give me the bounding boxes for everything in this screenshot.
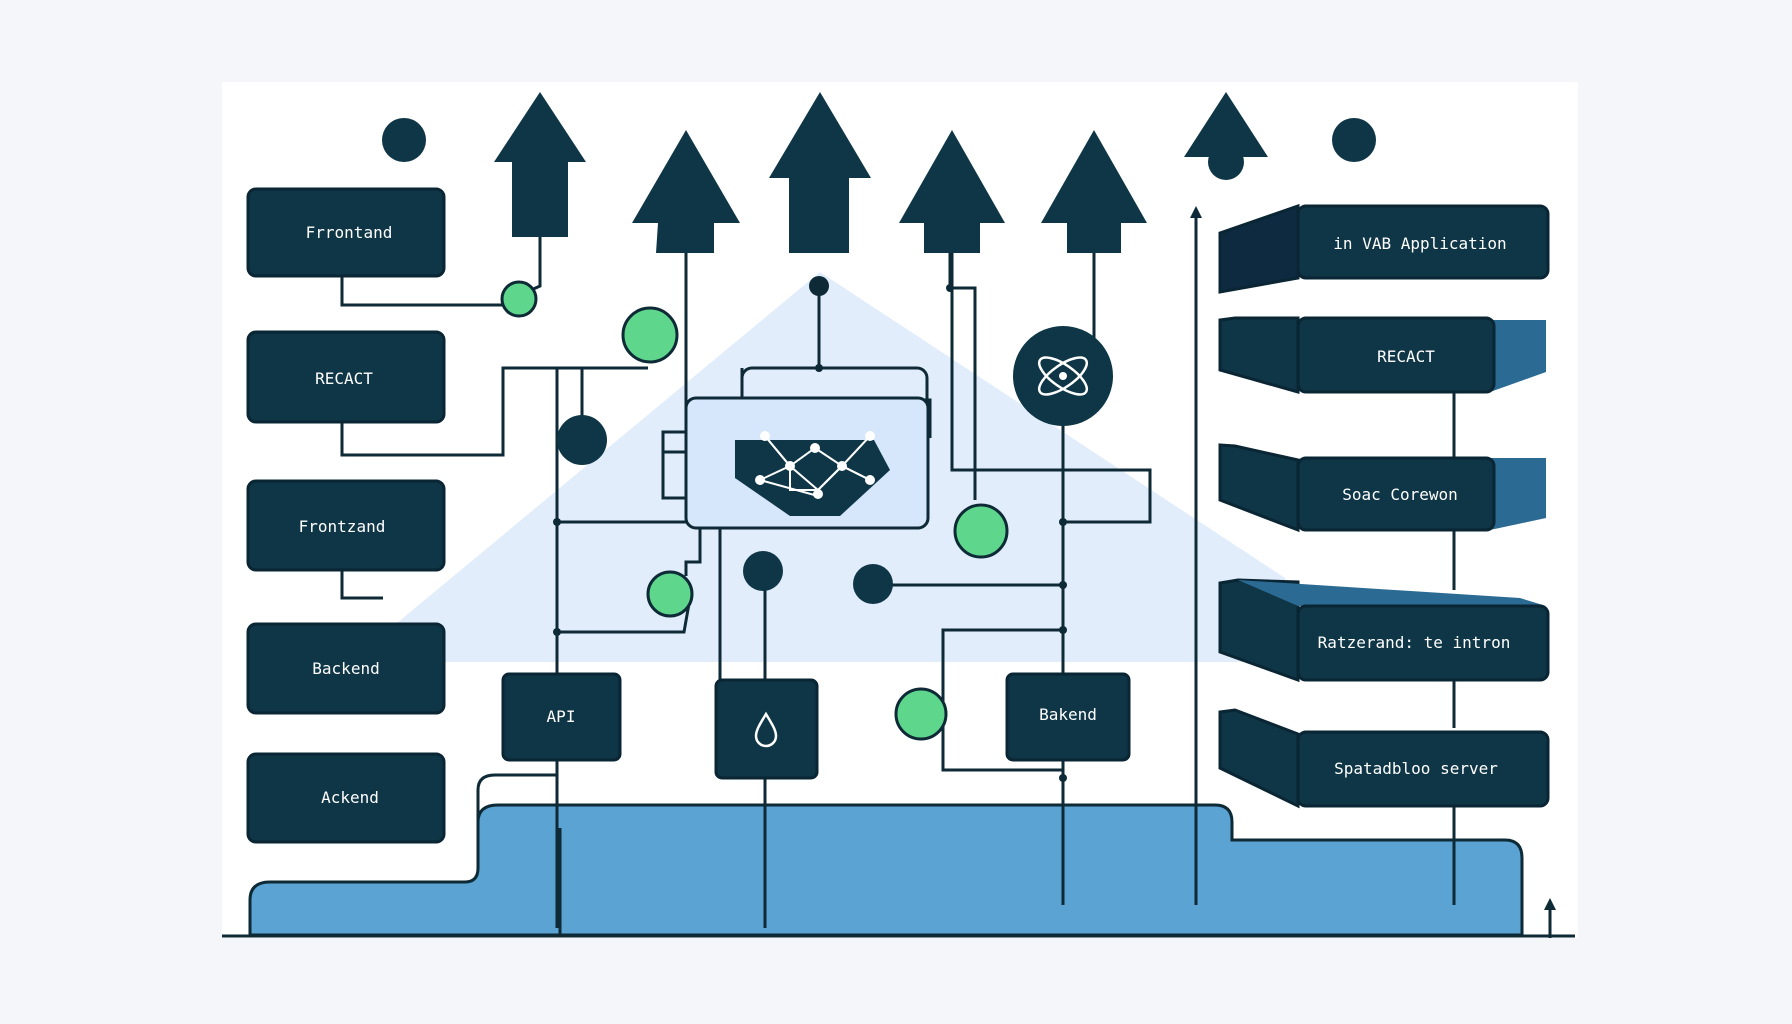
up-arrow-icon bbox=[899, 130, 1005, 253]
up-arrow-icon bbox=[494, 92, 586, 237]
green-nodes bbox=[500, 280, 1009, 741]
node-label: Spatadbloo server bbox=[1334, 759, 1498, 778]
api-node[interactable]: API bbox=[501, 672, 622, 762]
left-node-backend[interactable]: Backend bbox=[246, 622, 446, 715]
backend-node[interactable]: Bakend bbox=[1005, 672, 1131, 762]
up-arrow-icon bbox=[632, 130, 740, 253]
arrow-base-dot bbox=[1208, 144, 1244, 180]
status-dot bbox=[953, 503, 1009, 559]
navy-nodes bbox=[557, 415, 893, 604]
corner-dot bbox=[1332, 118, 1376, 162]
droplet-icon bbox=[754, 711, 778, 748]
atom-icon bbox=[1013, 326, 1113, 426]
up-arrow-icon bbox=[1041, 130, 1147, 253]
status-dot bbox=[646, 570, 694, 618]
right-stack: in VAB Application RECACT Soac Corewon R… bbox=[1218, 203, 1550, 809]
status-dot bbox=[894, 687, 948, 741]
up-arrow-icon bbox=[1184, 92, 1268, 157]
right-node-spatadbloo[interactable]: Spatadbloo server bbox=[1218, 708, 1550, 809]
right-node-ratzerand[interactable]: Ratzerand: te intron bbox=[1218, 578, 1550, 683]
center-nodes: API Bakend bbox=[501, 672, 1131, 780]
right-node-react[interactable]: RECACT bbox=[1218, 316, 1546, 394]
top-arrows bbox=[382, 92, 1376, 253]
corner-dot bbox=[382, 118, 426, 162]
node-label: API bbox=[547, 707, 576, 726]
node-label: Backend bbox=[312, 659, 379, 678]
status-dot bbox=[500, 280, 538, 318]
central-hub bbox=[684, 276, 930, 530]
storage-node[interactable] bbox=[714, 678, 819, 780]
node-label: Frrontand bbox=[306, 223, 393, 242]
left-node-ackend[interactable]: Ackend bbox=[246, 752, 446, 844]
node-label: RECACT bbox=[1377, 347, 1435, 366]
connector-node bbox=[853, 564, 893, 604]
hub-top-dot bbox=[809, 276, 829, 296]
right-node-web-app[interactable]: in VAB Application bbox=[1218, 203, 1550, 294]
base-platform bbox=[248, 803, 1524, 937]
small-arrow-icon bbox=[1190, 206, 1202, 218]
connector-node bbox=[743, 551, 783, 591]
node-label: Soac Corewon bbox=[1342, 485, 1458, 504]
junction-dots bbox=[553, 284, 1067, 782]
node-label: Bakend bbox=[1039, 705, 1097, 724]
node-label: Ackend bbox=[321, 788, 379, 807]
left-node-react[interactable]: RECACT bbox=[246, 330, 446, 424]
left-node-frontzand[interactable]: Frontzand bbox=[246, 479, 446, 572]
left-column: Frrontand RECACT Frontzand Backend Acken… bbox=[246, 187, 446, 844]
network-graph-icon bbox=[735, 431, 890, 516]
small-arrow-icon bbox=[1544, 898, 1556, 910]
connector-node bbox=[557, 415, 607, 465]
node-label: RECACT bbox=[315, 369, 373, 388]
node-label: Frontzand bbox=[299, 517, 386, 536]
node-label: in VAB Application bbox=[1333, 234, 1506, 253]
left-node-frontend[interactable]: Frrontand bbox=[246, 187, 446, 278]
status-dot bbox=[621, 306, 679, 364]
right-node-soac[interactable]: Soac Corewon bbox=[1218, 443, 1546, 533]
connector-lines bbox=[340, 212, 1456, 936]
node-label: Ratzerand: te intron bbox=[1318, 633, 1511, 652]
up-arrow-icon bbox=[769, 92, 871, 253]
